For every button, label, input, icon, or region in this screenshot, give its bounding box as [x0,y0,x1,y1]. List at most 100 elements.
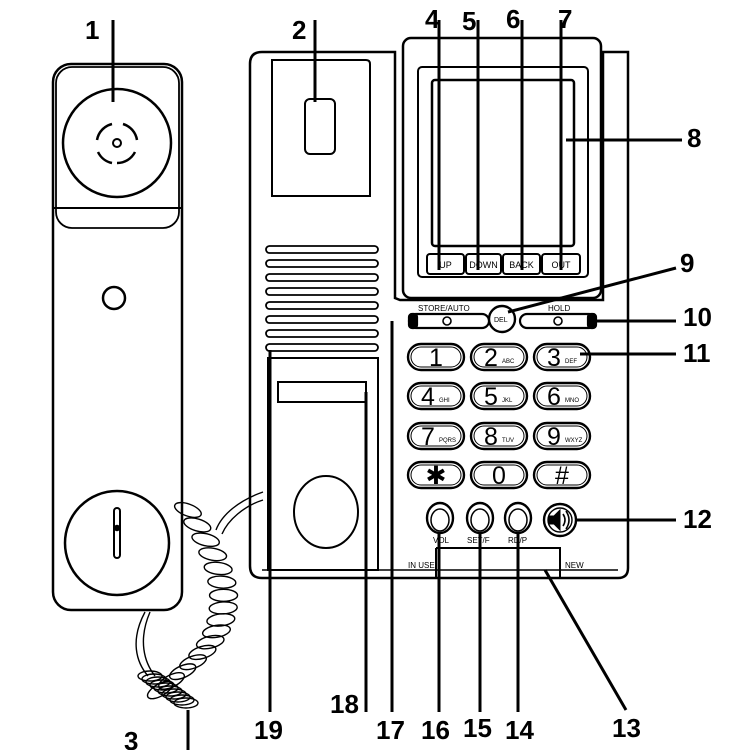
display-button-down[interactable] [465,253,502,275]
key-main-label: 6 [547,383,561,411]
handset [51,62,184,612]
key-inner [410,346,462,368]
key-main-label: 3 [547,344,561,372]
key-letters-label: DEF [565,359,577,365]
callout-2: 2 [292,15,306,45]
key-4[interactable] [406,381,466,411]
control-row [407,304,598,334]
store-auto-cap [407,312,419,330]
callout-7: 7 [558,4,572,34]
key-letters-label: ABC [502,359,515,365]
key-inner [410,464,462,486]
in-use-label: IN USE [408,561,435,570]
callout-5: 5 [462,6,476,36]
key-main-label: 2 [484,344,498,372]
handset-body [51,62,184,612]
cord-coil [188,644,217,661]
coiled-cord [135,491,264,709]
leader-lines [111,20,682,750]
cord-coil [191,532,221,548]
key-letters-label: WXYZ [565,438,583,444]
key-9[interactable] [532,421,592,451]
handset-hole [101,285,127,311]
display-button-up[interactable] [426,253,465,275]
lcd-screen [430,78,576,248]
new-label: NEW [565,561,584,570]
mouthpiece-disc [63,489,171,597]
label-card-slot [277,381,367,403]
key-main-label: 9 [547,423,561,451]
display-button-down-label: DOWN [469,260,498,270]
cord-coils [137,501,239,709]
callout-15: 15 [463,713,492,743]
front-tray [436,547,561,578]
set-f-button-inner [470,508,490,532]
callout-10: 10 [683,302,712,332]
key-main-label: 1 [429,344,443,372]
key-5[interactable] [469,381,529,411]
key-main-label: 0 [492,462,506,490]
rd-p-button-inner [508,508,528,532]
key-inner [473,385,525,407]
base-unit [248,50,630,580]
earpiece-center [112,138,122,148]
speaker-grille [265,245,379,352]
callout-4: 4 [425,4,440,34]
cord-coil [207,575,237,589]
key-inner [536,425,588,447]
base-outline [248,50,630,580]
function-keys [425,501,578,538]
key-6[interactable] [532,381,592,411]
callout-12: 12 [683,504,712,534]
key-3[interactable] [532,342,592,372]
cord-coil [208,601,238,615]
key-main-label: # [555,462,569,490]
display-bezel [417,66,589,278]
cord-coil [195,634,225,650]
key-inner [536,346,588,368]
vol-button-inner [430,508,450,532]
cord-coil [208,588,239,603]
key-main-label: 4 [421,383,435,411]
key-10[interactable] [406,460,466,490]
key-letters-label: JKL [502,398,513,404]
cord-coil [203,561,233,576]
store-auto-label: STORE/AUTO [418,304,470,313]
earpiece-arc [96,151,113,165]
key-inner [473,346,525,368]
callout-17: 17 [376,715,405,745]
key-1[interactable] [406,342,466,372]
handset-earpiece-panel [55,66,180,229]
earpiece-arc [116,151,137,165]
del-label: DEL [494,317,508,324]
key-12[interactable] [532,460,592,490]
display-unit [401,36,603,300]
store-auto-led [442,316,452,326]
key-2[interactable] [469,342,529,372]
key-11[interactable] [469,460,529,490]
hook-switch [304,98,336,155]
vol-label: VOL [433,536,450,545]
key-8[interactable] [469,421,529,451]
key-main-label: 5 [484,383,498,411]
callout-14: 14 [505,715,534,745]
earpiece-disc [61,87,173,199]
key-7[interactable] [406,421,466,451]
callout-1: 1 [85,15,99,45]
key-letters-label: GHI [439,398,450,404]
cord-coil [183,517,212,533]
key-letters-label: PQRS [439,438,456,444]
callout-6: 6 [506,4,520,34]
display-housing [401,36,603,300]
callout-8: 8 [687,123,701,153]
key-main-label: ✱ [426,462,447,490]
callout-11: 11 [683,338,711,368]
cradle-mouth-recess [293,475,359,549]
callout-13: 13 [612,713,641,743]
hold-label: HOLD [548,304,570,313]
cradle-top [271,59,371,197]
